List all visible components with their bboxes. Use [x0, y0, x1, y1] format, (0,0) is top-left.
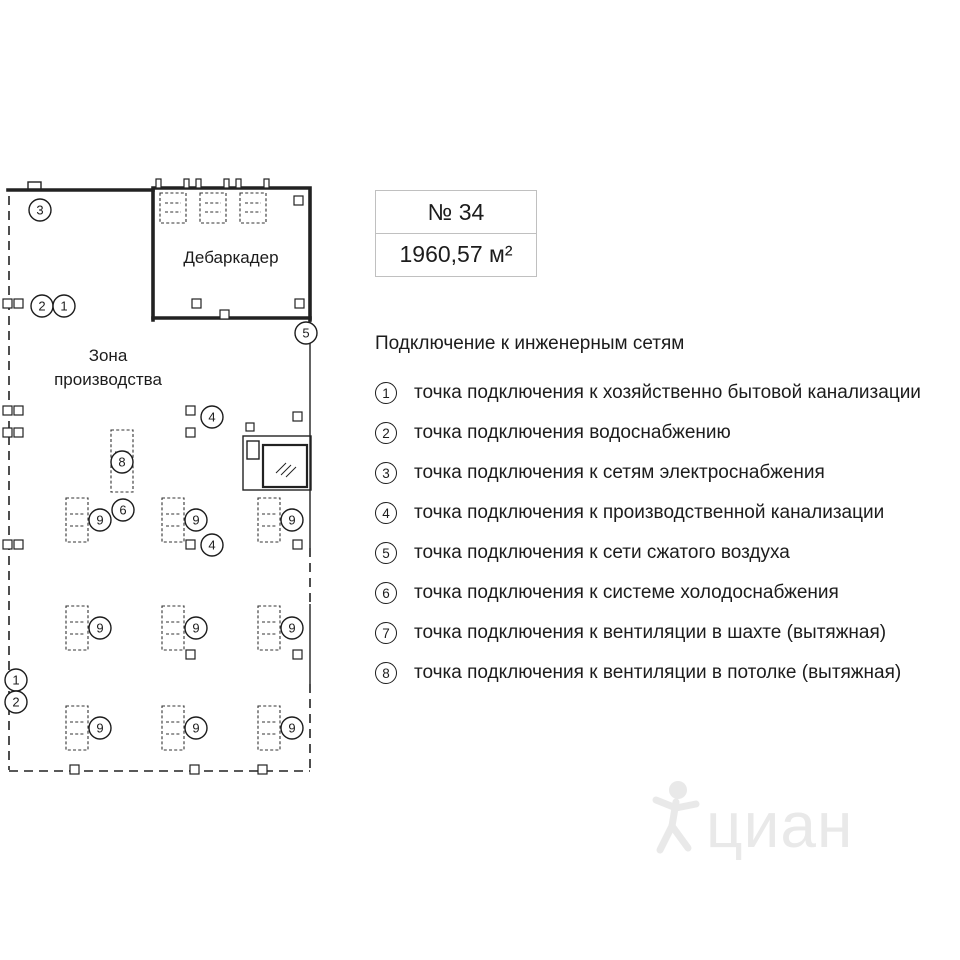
legend-item: 5 точка подключения к сети сжатого возду… — [375, 533, 960, 573]
plan-marker-label: 1 — [60, 299, 67, 314]
room-label: Дебаркадер — [183, 248, 278, 267]
plan-marker-9 — [88, 616, 112, 640]
legend-item: 3 точка подключения к сетям электроснабж… — [375, 453, 960, 493]
plan-marker-label: 9 — [288, 513, 295, 528]
info-panel: № 34 1960,57 м² Подключение к инженерным… — [375, 190, 960, 693]
plan-marker-label: 9 — [96, 513, 103, 528]
plan-marker-4 — [200, 533, 224, 557]
legend-item-text: точка подключения к системе холодоснабже… — [414, 582, 839, 603]
plan-marker-label: 9 — [288, 721, 295, 736]
equipment-racks — [65, 429, 281, 751]
plan-marker-6 — [111, 498, 135, 522]
legend-item-text: точка подключения к производственной кан… — [414, 502, 885, 523]
plan-marker-label: 9 — [96, 621, 103, 636]
legend-item-text: точка подключения к вентиляции в шахте (… — [414, 622, 887, 643]
legend-item-number: 8 — [375, 662, 397, 684]
plan-marker-9 — [280, 716, 304, 740]
unit-info-box: № 34 1960,57 м² — [375, 190, 537, 277]
walls — [6, 181, 312, 322]
legend-item-text: точка подключения к сети сжатого воздуха — [414, 542, 790, 563]
plan-labels: Дебаркадер Зона производства — [54, 248, 278, 389]
legend-item-text: точка подключения к хозяйственно бытовой… — [414, 382, 921, 403]
zone-label-line2: производства — [54, 370, 162, 389]
plan-marker-9 — [184, 508, 208, 532]
plan-marker-9 — [184, 616, 208, 640]
plan-marker-1 — [52, 294, 76, 318]
plan-marker-4 — [200, 405, 224, 429]
watermark-figure-icon — [652, 781, 700, 854]
legend-item: 7 точка подключения к вентиляции в шахте… — [375, 613, 960, 653]
legend-item-number: 2 — [375, 422, 397, 444]
unit-area: 1960,57 м² — [376, 233, 536, 276]
plan-marker-label: 9 — [288, 621, 295, 636]
watermark-text: циан — [706, 789, 854, 862]
legend-list: 1 точка подключения к хозяйственно бытов… — [375, 373, 960, 693]
plan-marker-label: 8 — [118, 455, 125, 470]
legend-item-text: точка подключения к вентиляции в потолке… — [414, 662, 902, 683]
plan-marker-label: 1 — [12, 673, 19, 688]
columns — [2, 195, 305, 775]
plan-marker-label: 9 — [192, 621, 199, 636]
zone-label-line1: Зона — [89, 346, 128, 365]
plan-marker-5 — [294, 321, 318, 345]
plan-marker-9 — [280, 616, 304, 640]
legend-item-number: 7 — [375, 622, 397, 644]
legend-item: 4 точка подключения к производственной к… — [375, 493, 960, 533]
plan-marker-label: 9 — [192, 513, 199, 528]
plan-marker-9 — [280, 508, 304, 532]
legend-item-number: 4 — [375, 502, 397, 524]
plan-marker-9 — [184, 716, 208, 740]
perimeter-dashed-walls — [8, 196, 311, 772]
legend-item: 1 точка подключения к хозяйственно бытов… — [375, 373, 960, 413]
plan-marker-label: 6 — [119, 503, 126, 518]
plan-marker-2 — [4, 690, 28, 714]
legend-item-text: точка подключения к сетям электроснабжен… — [414, 462, 825, 483]
plan-marker-label: 5 — [302, 326, 309, 341]
electrical-unit — [242, 435, 312, 491]
plan-marker-label: 9 — [96, 721, 103, 736]
watermark: циан — [648, 778, 854, 862]
legend-title: Подключение к инженерным сетям — [375, 333, 685, 354]
plan-marker-label: 4 — [208, 538, 215, 553]
legend-item-text: точка подключения водоснабжению — [414, 422, 731, 443]
legend-item: 6 точка подключения к системе холодоснаб… — [375, 573, 960, 613]
dock-doors — [155, 178, 270, 224]
plan-marker-9 — [88, 716, 112, 740]
legend-item-number: 6 — [375, 582, 397, 604]
plan-marker-8 — [110, 450, 134, 474]
plan-marker-9 — [88, 508, 112, 532]
unit-number: № 34 — [427, 199, 485, 225]
plan-marker-label: 9 — [192, 721, 199, 736]
legend-item: 8 точка подключения к вентиляции в потол… — [375, 653, 960, 693]
plan-marker-label: 2 — [12, 695, 19, 710]
legend-item-number: 5 — [375, 542, 397, 564]
plan-marker-label: 2 — [38, 299, 45, 314]
plan-marker-label: 4 — [208, 410, 215, 425]
legend-item-number: 1 — [375, 382, 397, 404]
plan-marker-3 — [28, 198, 52, 222]
legend-item: 2 точка подключения водоснабжению — [375, 413, 960, 453]
plan-marker-label: 3 — [36, 203, 43, 218]
legend-item-number: 3 — [375, 462, 397, 484]
